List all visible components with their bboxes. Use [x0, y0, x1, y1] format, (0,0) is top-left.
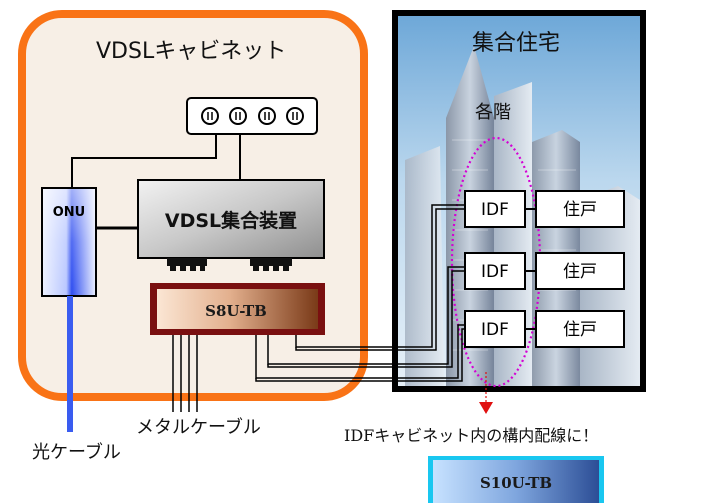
floor-row: IDF 住戸 — [464, 252, 625, 290]
pointer-arrow-icon — [479, 372, 493, 414]
idf-label: IDF — [481, 320, 509, 340]
floor-row: IDF 住戸 — [464, 310, 625, 348]
floor-label: 各階 — [475, 102, 511, 123]
onu-device: ONU — [41, 187, 97, 297]
metal-cable-label: メタルケーブル — [136, 416, 261, 438]
dwelling-unit-label: 住戸 — [563, 262, 597, 282]
building-title: 集合住宅 — [472, 31, 560, 56]
dwelling-unit-label: 住戸 — [563, 200, 597, 220]
outlet-icon — [258, 107, 276, 125]
idf-wiring — [255, 204, 465, 382]
outlet-icon — [286, 107, 304, 125]
outlet-icon — [201, 107, 219, 125]
cabinet-title: VDSLキャビネット — [96, 39, 286, 64]
power-outlet-strip — [186, 97, 318, 135]
outlet-icon — [229, 107, 247, 125]
s10u-tb-label: S10U-TB — [480, 474, 552, 492]
onu-label: ONU — [53, 205, 86, 220]
power-cords — [71, 134, 241, 188]
metal-cables — [172, 335, 198, 412]
apartment-building: 集合住宅 各階 IDF 住戸 IDF 住戸 IDF 住戸 — [392, 10, 646, 392]
s8u-tb-label: S8U-TB — [205, 302, 267, 320]
idf-label: IDF — [481, 200, 509, 220]
dwelling-unit-label: 住戸 — [563, 320, 597, 340]
floor-row: IDF 住戸 — [464, 190, 625, 228]
s10u-tb-terminal: S10U-TB — [428, 456, 604, 503]
idf-label: IDF — [481, 262, 509, 282]
vdsl-unit: VDSL集合装置 — [137, 179, 325, 271]
vdsl-port-connectors — [167, 258, 292, 271]
idf-note-label: IDFキャビネット内の構内配線に！ — [344, 426, 598, 445]
fiber-cable-label: 光ケーブル — [32, 441, 121, 463]
vdsl-unit-label: VDSL集合装置 — [165, 209, 297, 232]
s8u-tb-terminal: S8U-TB — [150, 283, 325, 335]
